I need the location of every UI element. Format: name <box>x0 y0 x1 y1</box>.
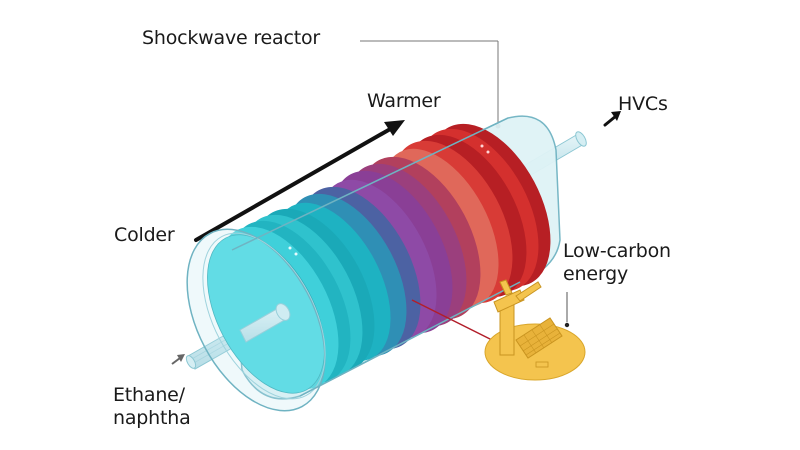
reactor-shell-front-rim <box>186 117 521 412</box>
warmer-label: Warmer <box>367 90 441 112</box>
input-arrow-icon <box>171 354 185 365</box>
ethane-naphtha-label-line2: naphtha <box>113 407 191 429</box>
reactor-leader-line <box>360 40 501 129</box>
wind-turbine-icon <box>493 279 542 356</box>
low-carbon-energy-label: Low-carbon energy <box>563 240 671 286</box>
low-carbon-energy-label-line2: energy <box>563 263 629 285</box>
solar-panel-icon <box>515 317 563 368</box>
reactor-stages <box>207 123 551 394</box>
reactor-label: Shockwave reactor <box>142 27 320 49</box>
low-carbon-energy-label-line1: Low-carbon <box>563 240 671 262</box>
ethane-naphtha-label-line1: Ethane/ <box>113 384 185 406</box>
power-line <box>411 299 493 341</box>
energy-leader-line <box>564 292 570 328</box>
temperature-arrow-icon <box>194 120 405 242</box>
hvcs-label: HVCs <box>618 93 668 115</box>
output-arrow-icon <box>603 111 621 127</box>
front-rod-stub <box>239 303 291 343</box>
ethane-naphtha-label: Ethane/ naphtha <box>113 384 191 430</box>
colder-label: Colder <box>114 224 175 246</box>
